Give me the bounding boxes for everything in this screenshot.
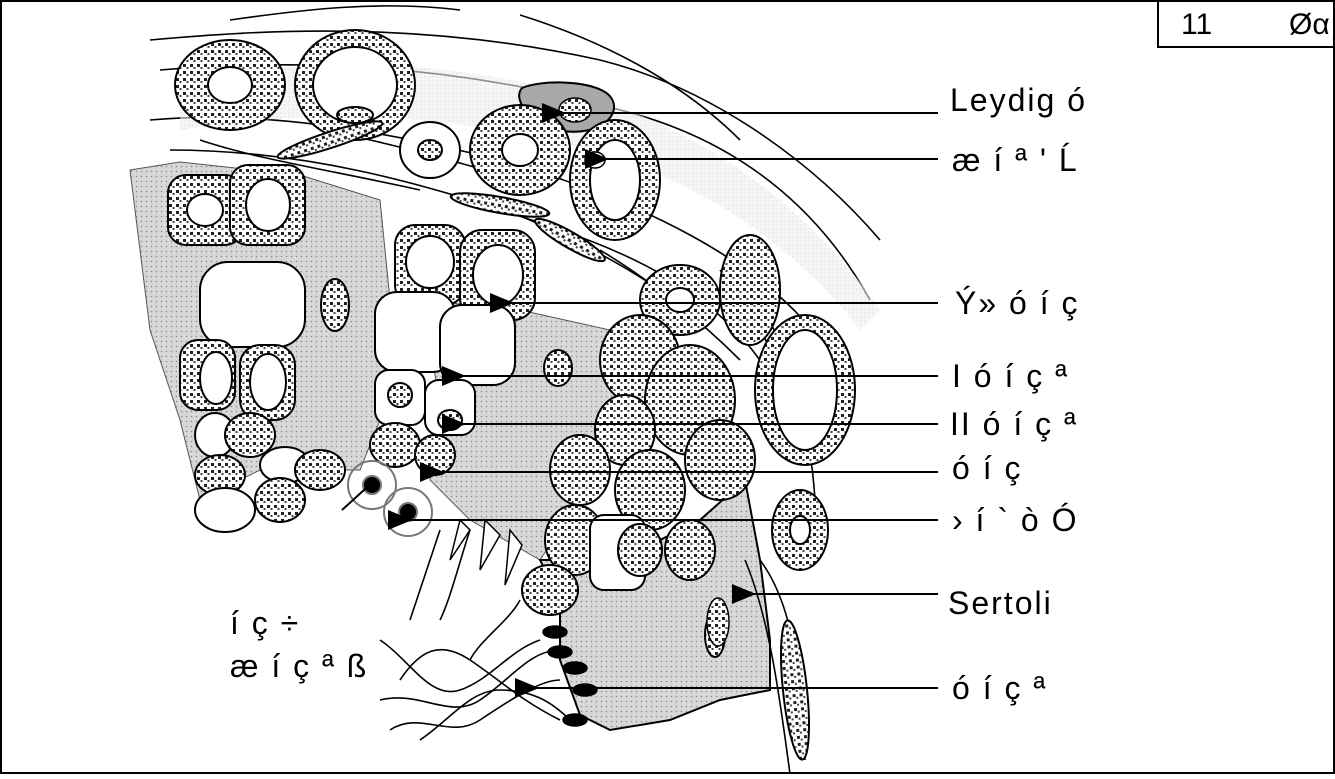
- label-3: Ý» ó í ç: [955, 285, 1080, 322]
- label-6: ó í ç: [952, 450, 1022, 487]
- spermatids-circled: [348, 461, 432, 536]
- label-7: › í ` ò Ó: [952, 502, 1078, 539]
- label-9: ó í ç ª: [952, 670, 1047, 707]
- figure-title-fragment: Øα: [1289, 8, 1330, 42]
- left-label-2: æ í ç ª ß: [230, 648, 368, 685]
- left-label-1: í ç ÷: [230, 605, 300, 642]
- label-5: II ó í ç ª: [950, 406, 1078, 443]
- figure-tag-box: 11 Øα: [1157, 0, 1335, 48]
- capillary: [570, 120, 660, 240]
- label-4: I ó í ç ª: [952, 358, 1069, 395]
- vessel-right: [755, 315, 855, 761]
- label-2: æ í ª ' Ĺ: [952, 142, 1079, 179]
- label-leydig-cell: Leydig ó: [950, 82, 1087, 119]
- sertoli-nucleus: [707, 598, 729, 646]
- figure-number: 11: [1181, 8, 1212, 42]
- label-sertoli-cell: Sertoli: [948, 585, 1053, 622]
